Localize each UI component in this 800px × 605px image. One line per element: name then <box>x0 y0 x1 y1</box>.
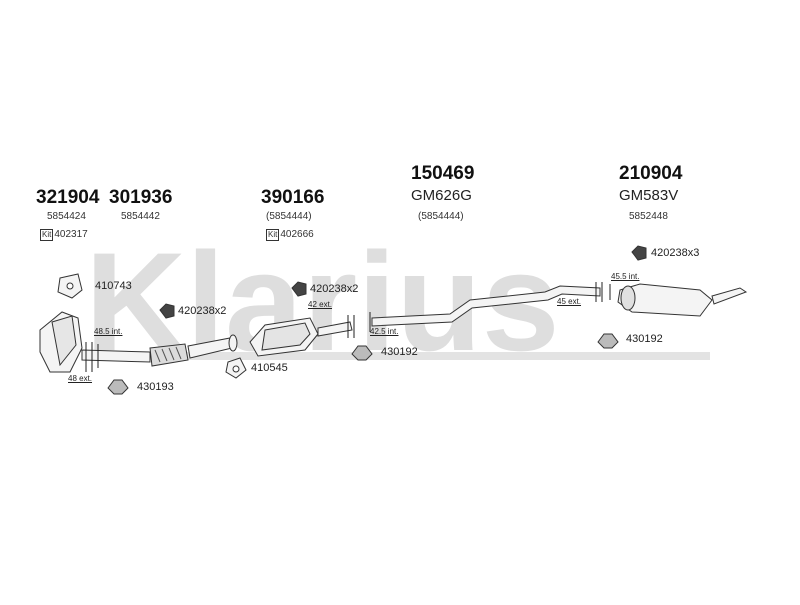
mount-430193 <box>107 379 129 395</box>
mount-430192-b <box>597 333 619 349</box>
oem-5854424: 5854424 <box>47 211 86 222</box>
dim-48-5-int: 48.5 int. <box>94 327 123 336</box>
oem-5854444: (5854444) <box>266 211 312 222</box>
watermark-underline <box>85 352 710 360</box>
tail-pipe <box>711 287 748 305</box>
dim-45-ext: 45 ext. <box>557 297 582 306</box>
label-410545: 410545 <box>251 362 288 374</box>
middle-pipe <box>371 285 601 327</box>
clamp-420238x3 <box>631 245 647 261</box>
part-number-321904: 321904 <box>36 187 100 208</box>
mount-430192-a <box>351 345 373 361</box>
label-420238x2-b: 420238x2 <box>310 283 359 295</box>
part-number-390166: 390166 <box>261 187 325 208</box>
dim-42-5-int: 42.5 int. <box>370 327 399 336</box>
clamp-420238x2-b <box>291 281 307 297</box>
label-430193: 430193 <box>137 381 174 393</box>
label-420238x3: 420238x3 <box>651 247 700 259</box>
gm-626g: GM626G <box>411 187 472 204</box>
label-430192-b: 430192 <box>626 333 663 345</box>
kit-badge: Kit <box>40 229 54 241</box>
catalyst-outlet <box>317 321 353 337</box>
rear-silencer <box>617 283 713 317</box>
clamp-420238x2-a <box>159 303 175 319</box>
label-420238x2-a: 420238x2 <box>178 305 227 317</box>
label-410743: 410743 <box>95 280 132 292</box>
dim-48-ext: 48 ext. <box>68 374 93 383</box>
oem-5852448: 5852448 <box>629 211 668 222</box>
part-number-301936: 301936 <box>109 187 173 208</box>
oem-5854442: 5854442 <box>121 211 160 222</box>
label-430192-a: 430192 <box>381 346 418 358</box>
gm-583v: GM583V <box>619 187 679 204</box>
kit-badge: Kit <box>266 229 280 241</box>
dim-45-5-int: 45.5 int. <box>611 272 640 281</box>
oem-5854444-b: (5854444) <box>418 211 464 222</box>
dim-42-ext: 42 ext. <box>308 300 333 309</box>
part-number-150469: 150469 <box>411 163 475 184</box>
front-pipe <box>81 349 151 363</box>
part-number-210904: 210904 <box>619 163 683 184</box>
